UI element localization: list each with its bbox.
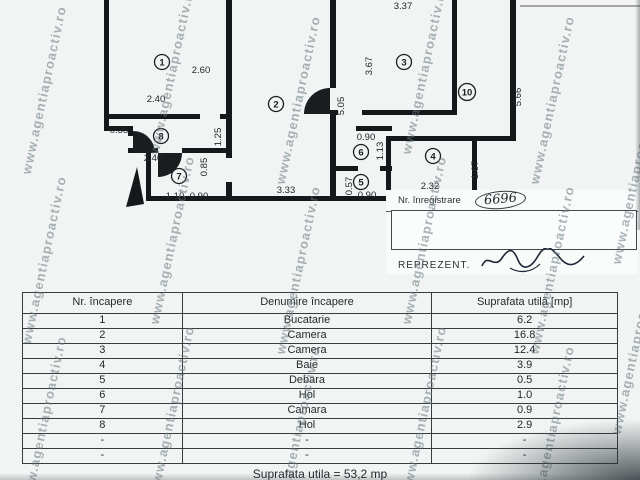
table-cell: 6.2 <box>431 313 618 329</box>
table-cell: - <box>431 433 618 449</box>
stamp-blank-box <box>391 210 637 250</box>
dimension-label: 3.33 <box>277 185 296 196</box>
door-swing <box>133 131 155 153</box>
room-area-table: Nr. încapere Denumire încapere Suprafata… <box>22 292 618 464</box>
dimension-label: 2.40 <box>147 94 166 105</box>
dimension-label: 1.10 <box>166 191 185 202</box>
room-number: 5 <box>358 178 364 189</box>
room-number-circle <box>267 95 285 113</box>
dimension-label: 0.57 <box>344 177 355 196</box>
table-cell: Debara <box>181 373 433 389</box>
room-number-circle <box>352 143 370 161</box>
table-cell: Camara <box>181 403 433 419</box>
table-cell: - <box>431 448 618 464</box>
room-number-circle <box>424 147 442 165</box>
table-cell: 1 <box>22 313 183 329</box>
table-cell: Hol <box>181 418 433 434</box>
dimension-label: 0.85 <box>199 158 210 177</box>
registration-number: 6696 <box>474 188 527 212</box>
table-cell: Camera <box>181 328 433 344</box>
room-number-circle <box>153 53 171 71</box>
header-usable-area: Suprafata utilă [mp] <box>431 292 618 314</box>
dimension-label: 1.67 <box>470 161 481 180</box>
room-number-circle <box>170 167 188 185</box>
table-cell: 8 <box>22 418 183 434</box>
dimension-label: 2.32 <box>421 181 440 192</box>
room-number-circle <box>395 53 413 71</box>
room-number: 3 <box>401 58 406 69</box>
door-swing <box>158 153 182 177</box>
table-cell: 0.9 <box>431 403 618 419</box>
table-cell: 3 <box>22 343 183 359</box>
dimension-label: 5.05 <box>336 97 347 116</box>
room-number: 1 <box>159 58 165 69</box>
table-cell: 5 <box>22 373 183 389</box>
registration-row: Nr. înregistrare 6696 <box>386 188 638 212</box>
room-number-circle <box>152 127 170 145</box>
dimension-label: 3.37 <box>394 1 413 12</box>
scan-artifact-line <box>520 5 640 7</box>
room-number: 4 <box>430 152 436 163</box>
room-number: 10 <box>462 88 473 99</box>
dimension-label: 0.90 <box>357 132 376 143</box>
header-room-number: Nr. încapere <box>22 292 183 314</box>
header-room-name: Denumire încapere <box>181 292 433 314</box>
table-cell: Bucatarie <box>181 313 433 329</box>
room-number: 8 <box>158 132 163 143</box>
table-cell: 6 <box>22 388 183 404</box>
table-cell: - <box>181 433 433 449</box>
room-number: 6 <box>358 148 363 159</box>
dimension-label: 0.90 <box>190 191 209 202</box>
table-cell: 16.8 <box>431 328 618 344</box>
dimension-label: 5.66 <box>513 88 524 107</box>
table-cell: - <box>181 448 433 464</box>
table-cell: 1.0 <box>431 388 618 404</box>
table-cell: - <box>22 433 183 449</box>
registration-stamp: Nr. înregistrare 6696 REPREZENT. <box>386 188 638 274</box>
door-swing <box>304 88 330 114</box>
table-row: --- <box>22 448 618 464</box>
table-cell: - <box>22 448 183 464</box>
dimension-label: 1.13 <box>375 142 386 161</box>
table-cell: 4 <box>22 358 183 374</box>
north-arrow <box>126 167 144 207</box>
floorplan-drawing: 3.37 2.60 2.40 3.67 5.05 5.66 0.38 1.25 2.40 0.90… <box>104 0 640 207</box>
dimension-label: 0.38 <box>110 125 129 136</box>
dimension-label: 0.90 <box>358 190 377 201</box>
registration-label: Nr. înregistrare <box>398 194 461 206</box>
table-cell: 2.9 <box>431 418 618 434</box>
table-header-row: Nr. încapere Denumire încapere Suprafata… <box>22 292 618 314</box>
floorplan-labels: 3.37 2.60 2.40 3.67 5.05 5.66 0.38 1.25 2.40 0.90… <box>110 1 524 202</box>
table-cell: 7 <box>22 403 183 419</box>
room-number: 7 <box>176 172 181 183</box>
table-cell: Baie <box>181 358 433 374</box>
table-cell: Hol <box>181 388 433 404</box>
table-cell: 2 <box>22 328 183 344</box>
room-number: 2 <box>273 100 278 111</box>
dimension-label: 1.25 <box>213 128 224 147</box>
representative-label: REPREZENT. <box>398 260 471 271</box>
floorplan-doors <box>133 88 330 177</box>
table-cell: 3.9 <box>431 358 618 374</box>
table-cell: 0.5 <box>431 373 618 389</box>
table-cell: 12.4 <box>431 343 618 359</box>
table-cell: Camera <box>181 343 433 359</box>
signature-scribble <box>481 248 585 273</box>
dimension-label: 2.60 <box>192 65 211 76</box>
room-number-circle <box>457 82 477 102</box>
total-area-text: Suprafata utila = 53,2 mp <box>252 467 388 480</box>
room-number-circle <box>352 173 370 191</box>
table-row: --- <box>22 433 618 449</box>
dimension-label: 3.67 <box>364 57 375 76</box>
dimension-label: 2.40 <box>144 153 163 164</box>
